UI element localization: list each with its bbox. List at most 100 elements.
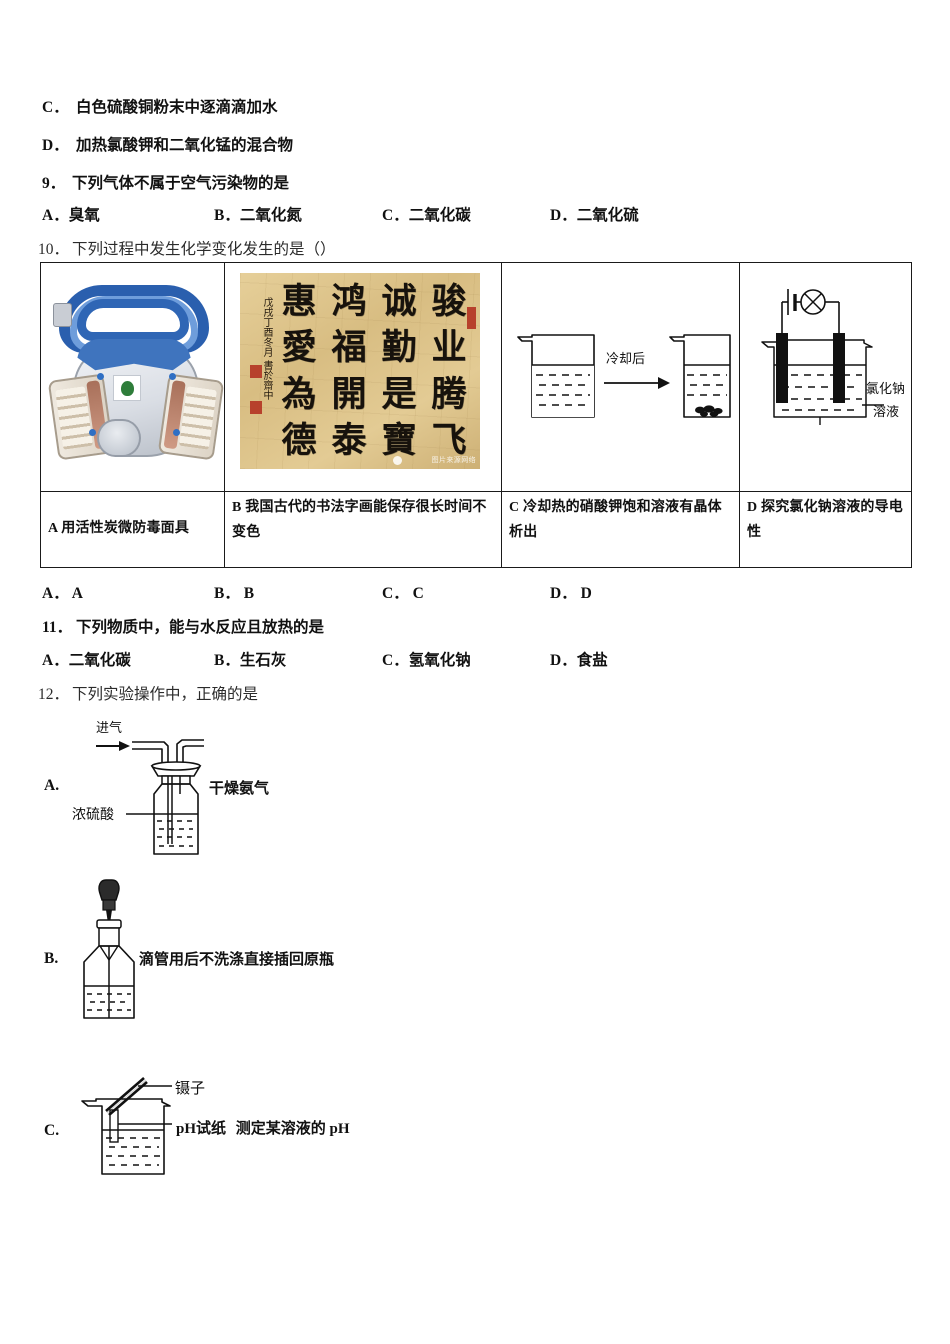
q12-option-c-label: C.: [44, 1122, 60, 1139]
calligraphy-char: 德: [281, 420, 317, 462]
calligraphy-char: 腾: [431, 373, 467, 415]
calligraphy-char: 骏: [431, 280, 467, 322]
beaker-left-liquid: [532, 365, 594, 417]
q12-option-a-label: A.: [44, 777, 60, 794]
calligraphy-character-grid: 骏 业 腾 飞 诚 勤 是 寶 鸿 福: [274, 278, 474, 464]
dropper-stem-icon: [106, 910, 112, 920]
question-10-stem: 10． 下列过程中发生化学变化发生的是（）: [38, 237, 336, 259]
beaker-outline: [761, 339, 873, 418]
q12-option-c-caption-group: pH试纸 测定某溶液的 pH: [176, 1117, 350, 1138]
calligraphy-char: 鸿: [331, 280, 367, 322]
crystal-precipitate-icon: [695, 405, 723, 417]
liquid-hatch: [157, 820, 195, 847]
q12-option-c-tweezers-label: 镊子: [175, 1079, 206, 1097]
mask-filter-right-icon: [157, 373, 224, 461]
gas-washing-bottle-body: [153, 783, 199, 855]
question-10-table: 戊戌丁酉冬月 書於齋中 骏 业 腾 飞 诚 勤: [40, 262, 912, 568]
gas-mask-photo: [47, 269, 224, 481]
question-number: 11．: [42, 619, 73, 636]
option-label: C．: [382, 585, 409, 602]
mask-filter-grill-icon: [178, 386, 217, 450]
calligraphy-char: 业: [431, 327, 467, 369]
inlet-tube: [132, 741, 169, 766]
choice-text: 白色硫酸铜粉末中逐滴滴加水: [76, 99, 278, 116]
option-text: A: [71, 585, 83, 602]
solution-label-line2: 溶液: [873, 405, 899, 420]
gas-washing-bottle-diagram: 进气: [96, 720, 204, 855]
option-c: C．氢氧化钠: [382, 648, 550, 670]
question-10-options: A． A B． B C． C D． D: [42, 581, 592, 603]
calligraphy-photo: 戊戌丁酉冬月 書於齋中 骏 业 腾 飞 诚 勤: [240, 273, 480, 469]
table-cell-d-figure: 氯化钠 溶液: [740, 263, 910, 491]
option-d: D．食盐: [550, 648, 608, 670]
mask-exhale-valve-icon: [97, 419, 141, 457]
question-number: 10．: [38, 241, 70, 258]
table-figure-row: 戊戌丁酉冬月 書於齋中 骏 业 腾 飞 诚 勤: [41, 263, 911, 491]
cooling-arrow-label: 冷却后: [606, 352, 645, 367]
option-d: D． D: [550, 581, 592, 603]
seal-stamp-icon: [467, 307, 476, 329]
electrode-left-icon: [776, 333, 788, 403]
option-text: 二氧化碳: [68, 652, 131, 669]
q12-option-b-caption: 滴管用后不洗涤直接插回原瓶: [139, 952, 335, 968]
tweezers-icon: [105, 1077, 145, 1112]
beaker-ph-paper-diagram: [81, 1077, 172, 1175]
option-label: B．: [214, 585, 240, 602]
option-label: B．: [214, 207, 240, 224]
calligraphy-char: 飞: [431, 420, 467, 462]
watermark-dot-icon: [393, 456, 402, 465]
option-c: C． C: [382, 581, 550, 603]
option-text: C: [412, 585, 424, 602]
question-text: 下列物质中，能与水反应且放热的是: [76, 619, 325, 636]
ph-test-strip-icon: [109, 1109, 119, 1143]
calligraphy-column: 骏 业 腾 飞: [424, 278, 474, 464]
mask-visor-icon: [77, 299, 189, 341]
table-cell-d-caption: D 探究氯化钠溶液的导电性: [740, 492, 910, 567]
dropper-bulb-icon: [98, 879, 120, 901]
outlet-tube-inner: [182, 745, 204, 766]
calligraphy-watermark: 图片来源网络: [431, 456, 476, 464]
beaker-outline: [81, 1098, 171, 1175]
calligraphy-column: 惠 愛 為 德: [274, 278, 324, 464]
mask-screw-icon: [97, 373, 104, 380]
dropper-bottle-body: [83, 945, 135, 1019]
calligraphy-char: 惠: [281, 280, 317, 322]
option-b: B．生石灰: [214, 648, 382, 670]
bottle-mouth: [96, 919, 122, 929]
table-caption-row: A 用活性炭微防毒面具 B 我国古代的书法字画能保存很长时间不变色 C 冷却热的…: [41, 491, 911, 567]
beaker-cooling-diagram: 冷却后: [517, 334, 731, 418]
option-text: B: [243, 585, 255, 602]
option-c: C．二氧化碳: [382, 203, 550, 225]
question-11-stem: 11． 下列物质中，能与水反应且放热的是: [42, 615, 324, 637]
calligraphy-signature: 戊戌丁酉冬月 書於齋中: [261, 297, 272, 401]
q12-option-c-caption: 测定某溶液的 pH: [235, 1121, 350, 1137]
option-label: D．: [550, 207, 577, 224]
solution-label-line1: 氯化钠: [866, 382, 905, 397]
mask-screw-icon: [173, 429, 180, 436]
option-text: D: [580, 585, 592, 602]
q12-option-b-label: B.: [44, 950, 59, 967]
calligraphy-char: 诚: [381, 280, 417, 322]
table-cell-c-caption: C 冷却热的硝酸钾饱和溶液有晶体析出: [502, 492, 740, 567]
electrolysis-conductivity-diagram: 氯化钠 溶液: [761, 289, 905, 425]
caption-b: B 我国古代的书法字画能保存很长时间不变色: [232, 500, 487, 540]
bottle-neck: [161, 775, 191, 785]
tweezers-highlight: [106, 1079, 147, 1114]
mask-screw-icon: [169, 373, 176, 380]
option-b: B． B: [214, 581, 382, 603]
option-label: A．: [42, 585, 69, 602]
option-label: C．: [382, 652, 409, 669]
calligraphy-column: 鸿 福 開 泰: [324, 278, 374, 464]
option-label: D．: [550, 652, 577, 669]
question-9-options: A．臭氧 B．二氧化氮 C．二氧化碳 D．二氧化硫: [42, 203, 639, 225]
seal-stamp-icon: [250, 401, 262, 414]
option-label: A．: [42, 207, 69, 224]
ph-strip-label: pH试纸: [176, 1121, 227, 1137]
option-text: 臭氧: [68, 207, 100, 224]
liquid-hatch-right: [687, 374, 727, 396]
caption-d: D 探究氯化钠溶液的导电性: [747, 500, 904, 540]
calligraphy-char: 寶: [381, 420, 417, 462]
question-9-stem: 9． 下列气体不属于空气污染物的是: [42, 171, 289, 193]
dropper-collar-icon: [102, 899, 116, 911]
